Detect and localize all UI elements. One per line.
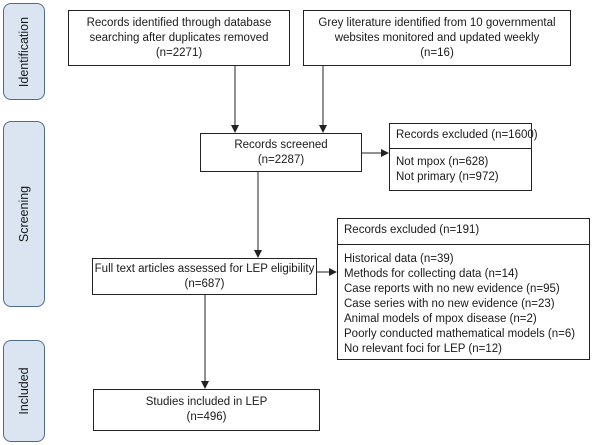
stage-included: Included	[3, 340, 45, 442]
database-records-line1: Records identified through database	[86, 16, 272, 29]
excluded-case-reports: Case reports with no new evidence (n=95)	[344, 283, 560, 295]
records-excluded-screen-divider	[390, 148, 531, 149]
studies-included-count: (n=496)	[186, 411, 227, 423]
stage-identification: Identification	[3, 3, 45, 100]
full-text-count: (n=687)	[184, 277, 225, 290]
full-text-box: Full text articles assessed for LEP elig…	[92, 258, 317, 295]
database-records-box: Records identified through database sear…	[68, 10, 290, 66]
excluded-historical-data: Historical data (n=39)	[344, 253, 454, 265]
records-excluded-screen-box: Records excluded (n=1600) Not mpox (n=62…	[389, 123, 538, 191]
records-excluded-fulltext-divider	[338, 244, 589, 245]
records-excluded-fulltext-title: Records excluded (n=191)	[344, 224, 480, 236]
excluded-not-mpox: Not mpox (n=628)	[396, 156, 489, 168]
excluded-animal-models: Animal models of mpox disease (n=2)	[344, 313, 537, 325]
studies-included-box: Studies included in LEP (n=496)	[93, 389, 320, 431]
grey-literature-count: (n=16)	[420, 46, 454, 59]
records-excluded-fulltext-box: Records excluded (n=191) Historical data…	[337, 218, 590, 360]
stage-screening: Screening	[3, 121, 45, 307]
excluded-no-relevant-foci: No relevant foci for LEP (n=12)	[344, 343, 502, 355]
database-records-count: (n=2271)	[155, 46, 203, 59]
excluded-case-series: Case series with no new evidence (n=23)	[344, 298, 555, 310]
excluded-methods-collecting: Methods for collecting data (n=14)	[344, 268, 519, 280]
records-screened-box: Records screened (n=2287)	[200, 133, 362, 172]
grey-literature-line2: websites monitored and updated weekly	[334, 31, 540, 44]
records-excluded-screen-title: Records excluded (n=1600)	[396, 129, 538, 141]
grey-literature-box: Grey literature identified from 10 gover…	[303, 10, 571, 66]
studies-included-label: Studies included in LEP	[145, 396, 268, 408]
records-screened-count: (n=2287)	[257, 153, 305, 166]
records-screened-label: Records screened	[234, 138, 328, 151]
excluded-not-primary: Not primary (n=972)	[396, 171, 499, 183]
database-records-line2: searching after duplicates removed	[89, 31, 269, 44]
excluded-math-models: Poorly conducted mathematical models (n=…	[344, 328, 576, 340]
grey-literature-line1: Grey literature identified from 10 gover…	[318, 16, 556, 29]
full-text-label: Full text articles assessed for LEP elig…	[94, 262, 315, 275]
